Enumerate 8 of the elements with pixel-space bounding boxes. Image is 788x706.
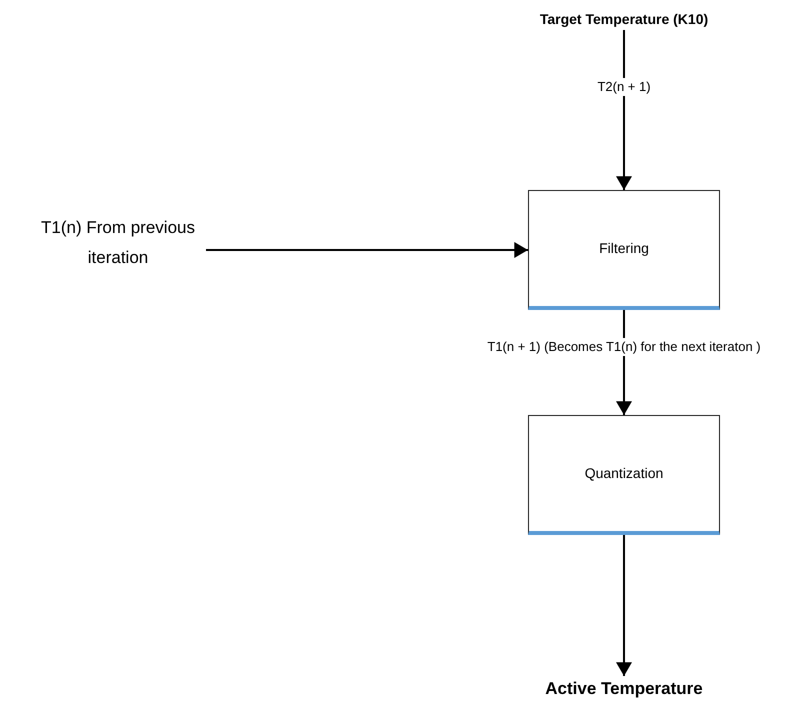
- process-box: Quantization: [528, 415, 720, 535]
- input-label: Target Temperature (K10): [514, 8, 734, 30]
- arrow: [206, 242, 528, 258]
- arrow: [616, 535, 632, 676]
- input-label: T1(n) From previous iteration: [30, 198, 206, 288]
- arrow: [616, 30, 632, 190]
- process-box: Filtering: [528, 190, 720, 310]
- output-label: Active Temperature: [514, 676, 734, 702]
